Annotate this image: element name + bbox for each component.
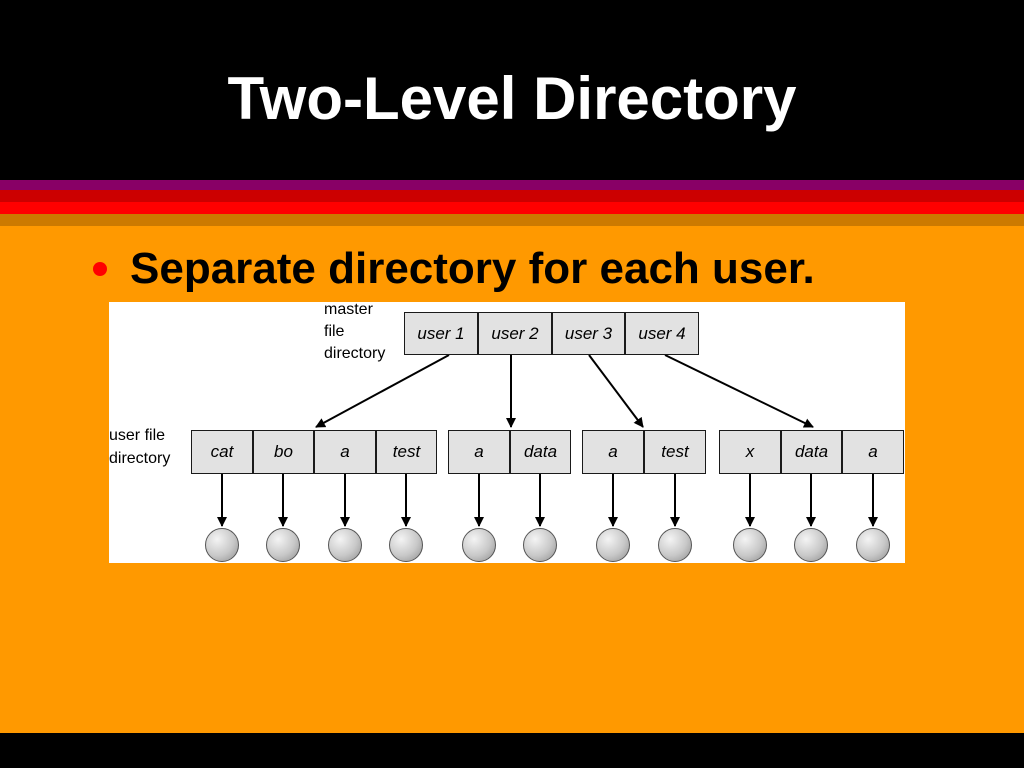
file-node-icon [462, 528, 496, 562]
user1-entry-test: test [376, 430, 437, 474]
file-node-icon [733, 528, 767, 562]
arrow-user3-to-directory [588, 354, 644, 428]
user1-entry-cat: cat [191, 430, 253, 474]
master-entry-user-2: user 2 [478, 312, 552, 355]
user2-entry-a: a [448, 430, 510, 474]
slide-title: Two-Level Directory [227, 65, 797, 132]
user4-entry-a: a [842, 430, 904, 474]
master-label-line-2: file [324, 323, 345, 340]
file-node-icon [328, 528, 362, 562]
user-file-label-line-1: user file [109, 427, 166, 444]
file-node-icon [596, 528, 630, 562]
divider-stripe-brown [0, 214, 1024, 226]
bottom-bar [0, 733, 1024, 768]
user3-entry-test: test [644, 430, 706, 474]
divider-stripe-dark-red [0, 190, 1024, 202]
bullet-icon [93, 262, 107, 276]
file-node-icon [266, 528, 300, 562]
divider-stripe-purple [0, 180, 1024, 190]
user1-entry-bo: bo [253, 430, 314, 474]
file-node-icon [658, 528, 692, 562]
arrow-user1-to-directory [315, 354, 450, 428]
user1-entry-a: a [314, 430, 376, 474]
user2-entry-data: data [510, 430, 571, 474]
file-node-icon [794, 528, 828, 562]
diagram-connectors [217, 354, 878, 527]
master-label-line-1: master [324, 302, 373, 318]
divider-stripe-red [0, 202, 1024, 214]
master-entry-user-3: user 3 [552, 312, 625, 355]
two-level-directory-diagram: master file directory user file director… [109, 302, 905, 563]
user3-entry-a: a [582, 430, 644, 474]
title-bar [0, 0, 1024, 180]
arrow-user4-to-directory [664, 354, 814, 428]
user-file-label-line-2: directory [109, 450, 171, 467]
user4-entry-data: data [781, 430, 842, 474]
master-entry-user-4: user 4 [625, 312, 699, 355]
file-node-icon [389, 528, 423, 562]
file-node-icon [856, 528, 890, 562]
master-label-line-3: directory [324, 345, 386, 362]
user4-entry-x: x [719, 430, 781, 474]
file-node-icon [205, 528, 239, 562]
bullet-text: Separate directory for each user. [130, 244, 815, 293]
master-entry-user-1: user 1 [404, 312, 478, 355]
file-node-icon [523, 528, 557, 562]
